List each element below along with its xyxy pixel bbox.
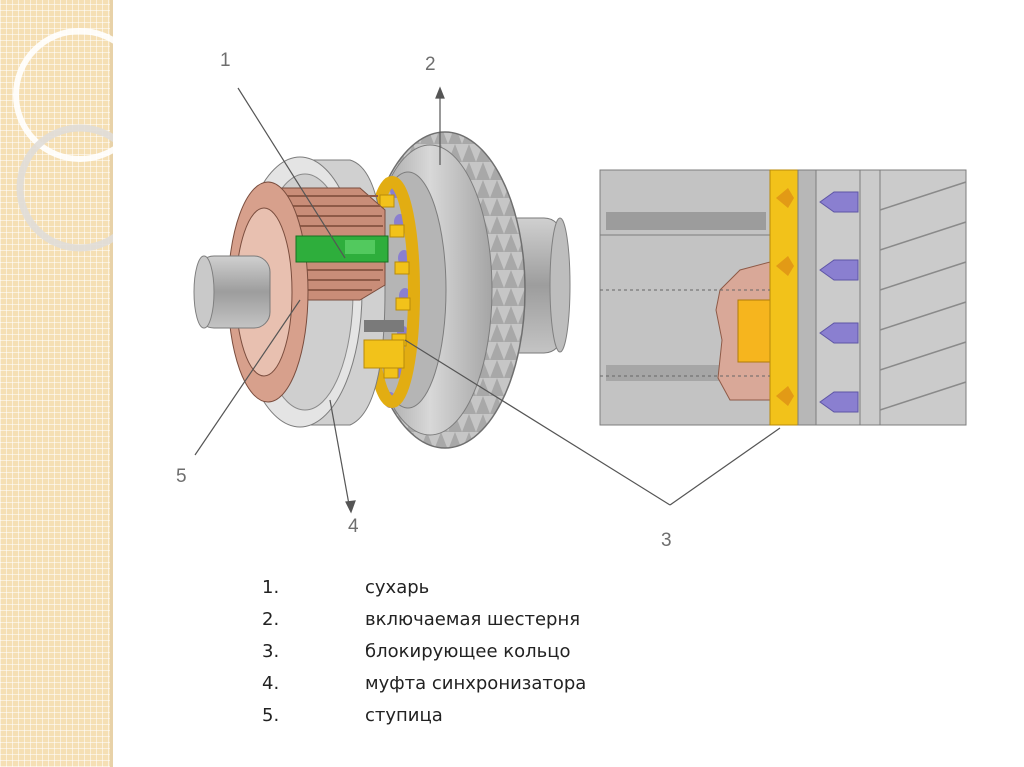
legend-number: 3. — [262, 641, 280, 662]
callout-4: 4 — [348, 516, 359, 537]
callout-1: 1 — [220, 50, 231, 71]
decorative-circles — [13, 28, 113, 252]
legend-text: включаемая шестерня — [365, 609, 581, 630]
section-dog-teeth — [819, 191, 859, 413]
strip-edge — [110, 0, 113, 767]
legend-text: сухарь — [365, 577, 430, 598]
legend-text: блокирующее кольцо — [365, 641, 571, 662]
legend-number: 1. — [262, 577, 280, 598]
legend-number: 5. — [262, 705, 280, 726]
assembly-3d — [193, 131, 571, 449]
legend-text: муфта синхронизатора — [365, 673, 587, 694]
legend-text: ступица — [365, 705, 443, 726]
callout-3: 3 — [661, 530, 672, 551]
legend-number: 2. — [262, 609, 280, 630]
callout-2: 2 — [425, 54, 436, 75]
callout-5: 5 — [176, 466, 187, 487]
cross-section — [599, 169, 967, 426]
leader-lines — [194, 86, 781, 514]
legend-number: 4. — [262, 673, 280, 694]
